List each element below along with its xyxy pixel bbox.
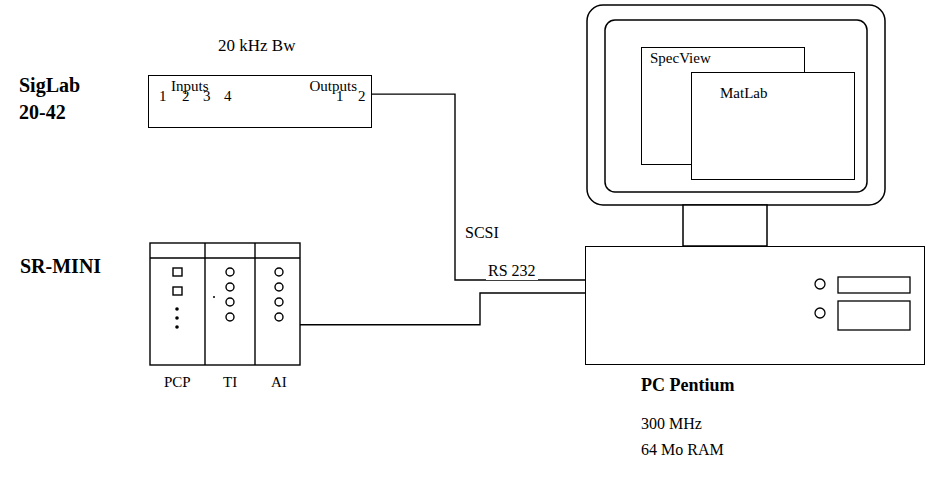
monitor-screen — [605, 20, 867, 192]
pin-number: 1 — [336, 88, 344, 105]
software-window: MatLab — [691, 72, 855, 180]
drive-slot — [838, 277, 910, 293]
pin-number: 1 — [159, 88, 167, 105]
bandwidth-label: 20 kHz Bw — [218, 36, 295, 56]
reset-button — [815, 308, 825, 318]
pin-number: 4 — [224, 88, 232, 105]
scsi-cable — [372, 94, 585, 280]
sr-mini-rack — [150, 243, 300, 365]
pin-number: 2 — [182, 88, 190, 105]
module-name: TI — [223, 374, 237, 391]
pin-number: 2 — [358, 88, 366, 105]
pc-unit: PC Pentium300 MHz64 Mo RAM — [585, 246, 925, 365]
window-title: SpecView — [650, 50, 711, 67]
spec-line: 300 MHz — [641, 415, 702, 433]
device-name: SR-MINI — [20, 255, 101, 278]
window-title: MatLab — [720, 85, 767, 102]
io-rack: SR-MINI — [150, 243, 300, 365]
monitor-housing — [587, 5, 885, 205]
cable-label: RS 232 — [486, 262, 538, 280]
pin-number: 3 — [203, 88, 211, 105]
port-group-label: Outputs — [309, 78, 357, 95]
led-dots — [175, 296, 215, 329]
spec-line: 64 Mo RAM — [641, 441, 724, 459]
drive-slot — [838, 301, 910, 330]
pc-name: PC Pentium — [641, 375, 735, 396]
port-group-label: Inputs — [171, 78, 209, 95]
power-button — [815, 279, 825, 289]
device-name: SigLab 20-42 — [19, 72, 111, 126]
module-name: PCP — [164, 374, 191, 391]
module-name: AI — [271, 374, 287, 391]
serial-cable — [300, 293, 585, 325]
cable-label: SCSI — [463, 224, 501, 242]
monitor-stand — [683, 205, 767, 246]
